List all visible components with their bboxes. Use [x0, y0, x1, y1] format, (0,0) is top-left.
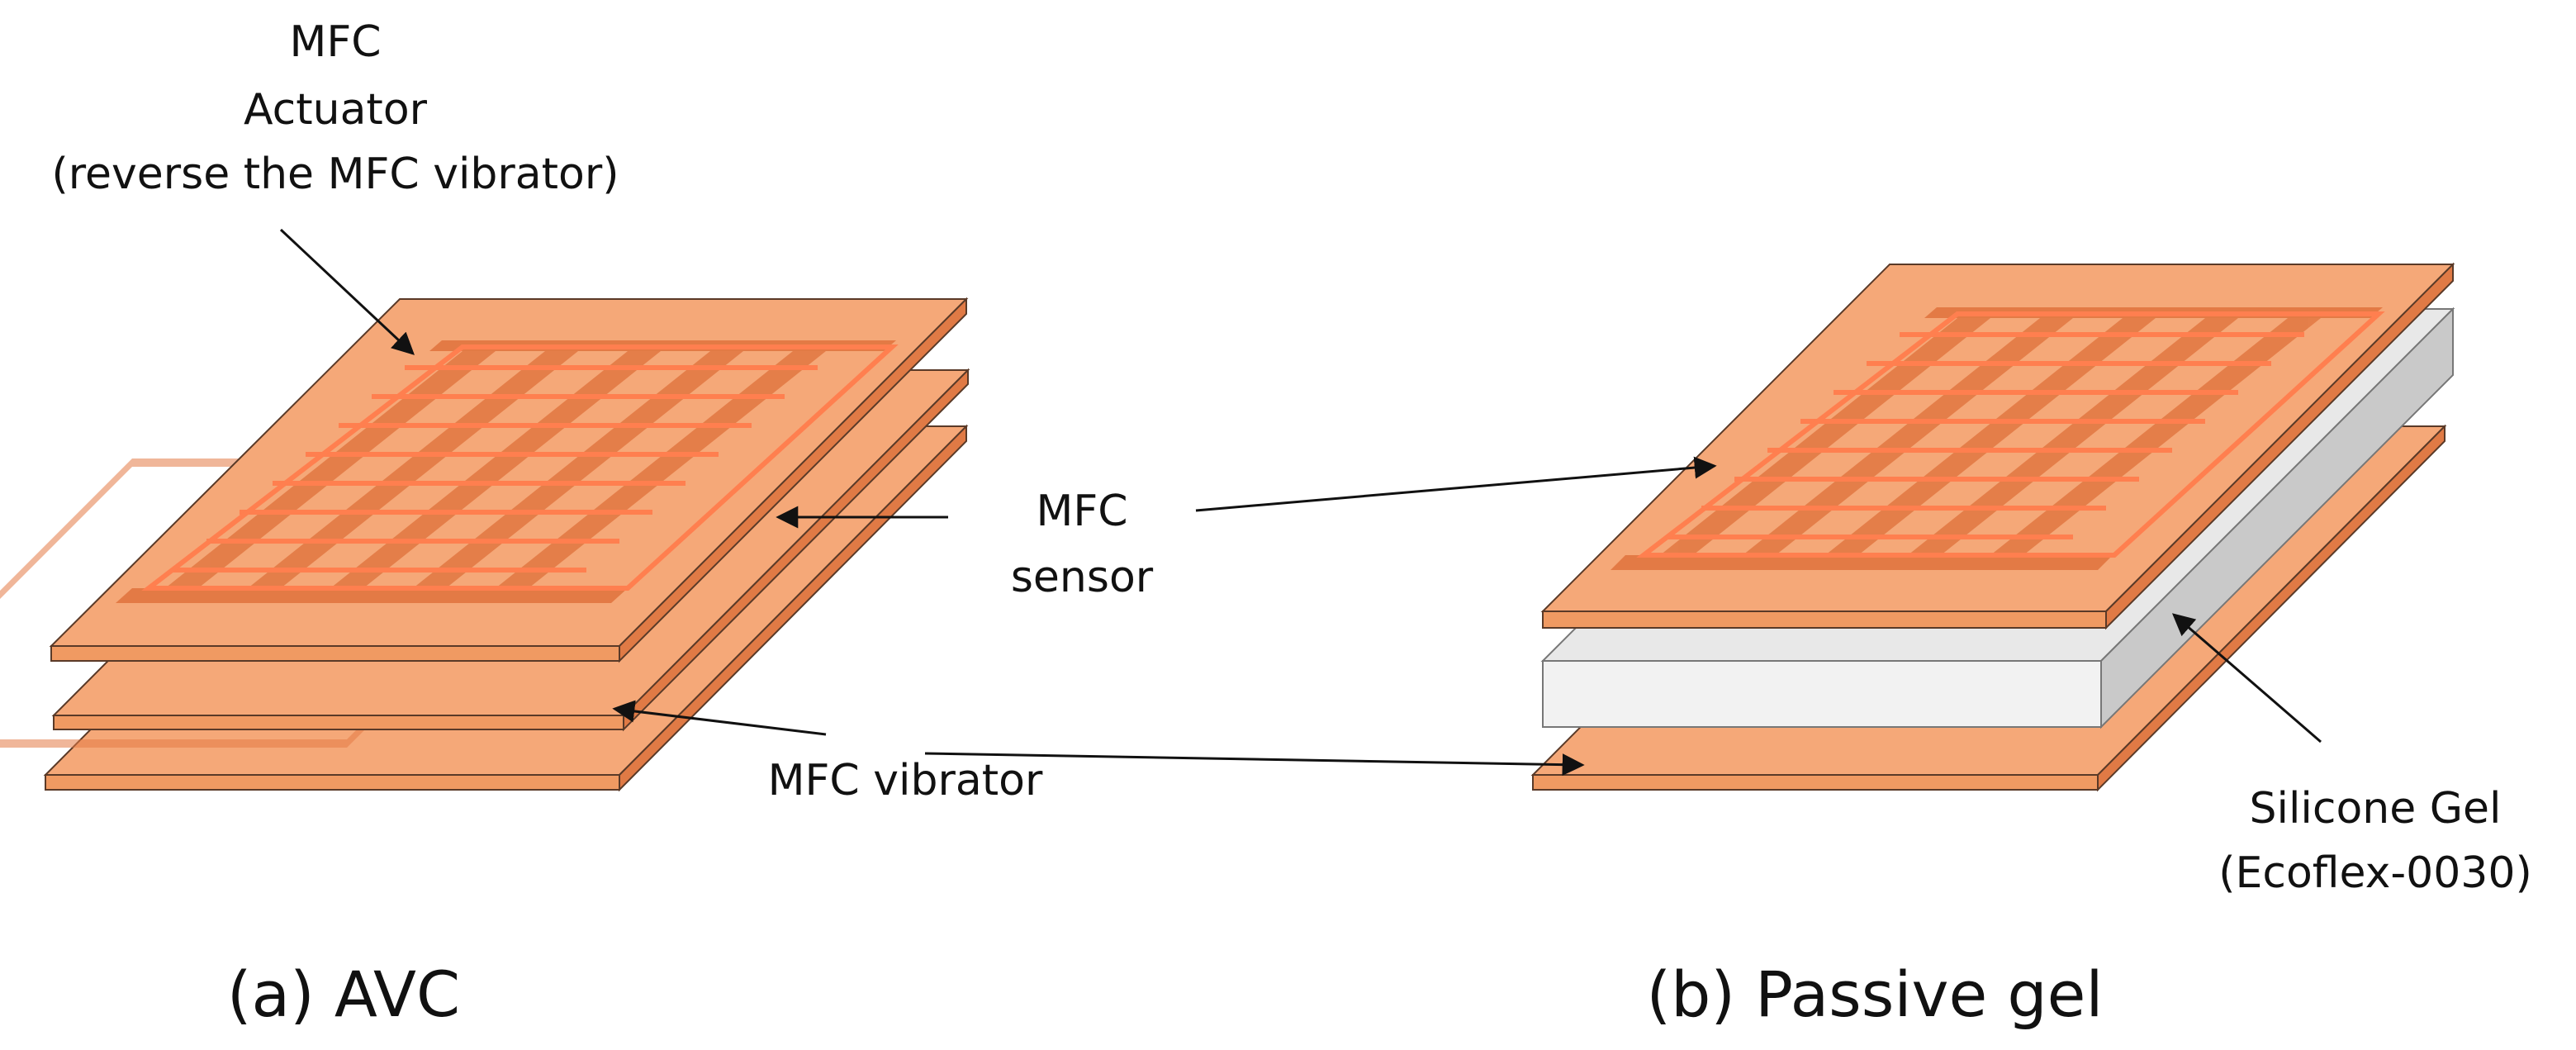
gel-block-front	[1542, 660, 2102, 728]
gel-bottom-plate-side	[2097, 424, 2446, 792]
label-vibrator: MFC vibrator	[768, 756, 1043, 805]
arrow-actuator	[279, 228, 415, 355]
gel-bottom-plate-front	[1532, 774, 2099, 791]
gel-top-plate-front	[1542, 611, 2107, 629]
avc-bottom-plate-front	[45, 774, 620, 791]
gel-top-electrode-lines	[1668, 332, 2304, 539]
arrow-sensor-b	[1195, 456, 1717, 512]
gel-top-electrode-frame	[1636, 311, 2385, 558]
avc-top-electrode-lines	[173, 365, 818, 573]
gel-top-electrode-fingers	[1660, 318, 2321, 555]
avc-top-plate-side	[619, 297, 967, 663]
avc-stack	[0, 297, 970, 792]
avc-top-plate-front	[50, 645, 620, 662]
gel-mfc-sensor-plate	[1540, 262, 2455, 630]
label-sensor-line1: MFC	[1036, 487, 1127, 536]
label-gel-line2: (Ecoflex-0030)	[2218, 848, 2532, 898]
label-actuator-line2: Actuator	[244, 85, 428, 135]
gel-top-electrode-grid	[1611, 307, 2385, 570]
avc-mfc-actuator-plate	[49, 297, 969, 663]
labels: MFC Actuator (reverse the MFC vibrator) …	[51, 17, 2531, 1031]
arrow-vibrator-b	[924, 752, 1585, 777]
passive-gel-stack	[1530, 262, 2455, 792]
leader-lines	[279, 228, 2322, 777]
label-sensor-line2: sensor	[1011, 553, 1154, 602]
arrow-silicone-gel	[2171, 613, 2322, 744]
caption-a: (a) AVC	[227, 957, 460, 1031]
avc-middle-plate-side	[623, 368, 969, 732]
label-gel-line1: Silicone Gel	[2250, 784, 2502, 834]
gel-top-electrode-bus-left	[1611, 555, 2113, 570]
avc-middle-plate-front	[53, 715, 624, 730]
arrow-vibrator-a	[612, 700, 827, 736]
avc-top-electrode-grid	[116, 340, 899, 603]
caption-b: (b) Passive gel	[1646, 957, 2103, 1031]
label-actuator-line3: (reverse the MFC vibrator)	[51, 150, 619, 199]
avc-top-electrode-frame	[141, 344, 899, 591]
avc-top-electrode-bus-left	[116, 588, 628, 603]
gel-top-plate-side	[2105, 262, 2454, 630]
avc-top-electrode-fingers	[165, 351, 826, 588]
label-actuator-line1: MFC	[289, 17, 381, 67]
